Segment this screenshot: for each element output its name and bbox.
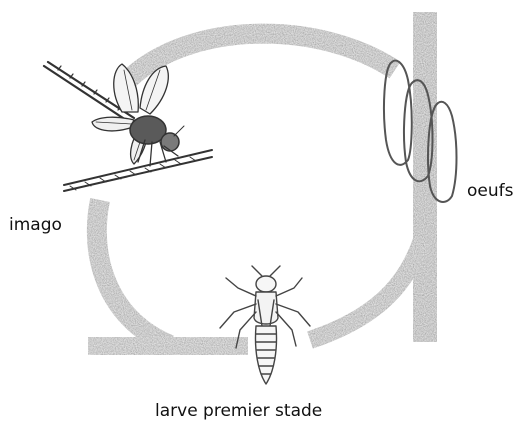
label-eggs: oeufs [467,181,513,201]
cycle-bar-right [413,12,437,342]
dragonfly-illustration [44,62,212,191]
cycle-bar-bottom [88,337,248,355]
larva-thorax [254,292,278,324]
cycle-arc-bottom-right [310,240,422,340]
label-adult: imago [9,215,62,235]
larva-head [256,276,276,292]
dragonfly-antennae [174,126,184,136]
larva-antennae [252,266,280,276]
dragonfly-head [161,133,179,151]
larva-illustration [220,266,310,384]
label-larva: larve premier stade [155,401,322,421]
cycle-arc-left [97,200,170,345]
